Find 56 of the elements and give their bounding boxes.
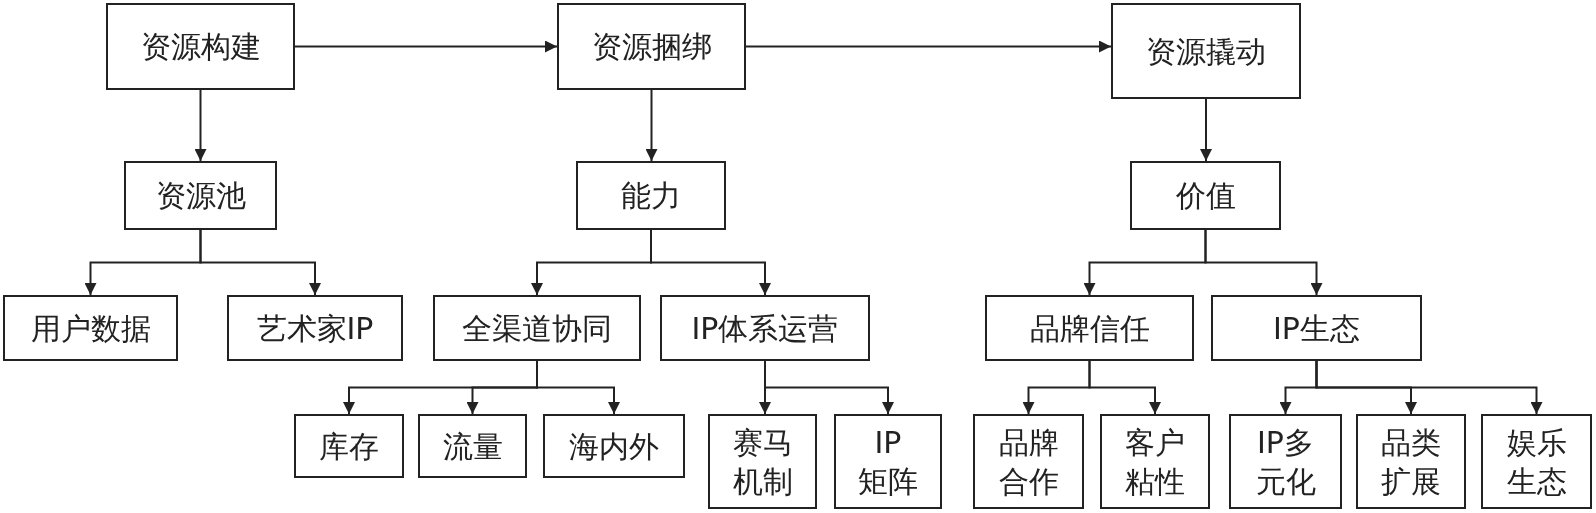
arrow — [294, 40, 558, 53]
node-label: 能力 — [621, 177, 681, 215]
node-label: IP体系运营 — [691, 309, 839, 348]
node-label: 品牌合作 — [998, 423, 1059, 501]
arrow — [650, 229, 771, 296]
node-label: 娱乐生态 — [1506, 423, 1567, 501]
process-box — [1211, 295, 1422, 361]
node-label: 品类扩展 — [1381, 423, 1441, 501]
arrow — [745, 40, 1112, 53]
arrow — [1200, 98, 1212, 162]
process-box — [576, 161, 726, 230]
arrow — [199, 229, 321, 296]
node-label: 价值 — [1175, 177, 1236, 215]
node-label: 客户粘性 — [1125, 423, 1185, 501]
process-box — [557, 3, 746, 90]
arrow — [764, 360, 894, 415]
node-label: 全渠道协同 — [462, 309, 612, 348]
process-box — [985, 295, 1194, 361]
process-box — [106, 3, 295, 90]
process-box — [973, 414, 1084, 509]
process-box — [227, 295, 403, 361]
arrow — [194, 89, 207, 162]
arrow — [1315, 360, 1543, 415]
node-label: 资源构建 — [140, 28, 261, 66]
node-label: 赛马机制 — [732, 423, 793, 501]
node-label: 品牌信任 — [1029, 309, 1150, 348]
process-box — [543, 414, 685, 478]
process-box — [1481, 414, 1592, 509]
process-box — [1100, 414, 1210, 509]
arrow — [1204, 229, 1323, 296]
process-box — [708, 414, 817, 509]
process-box — [124, 161, 277, 230]
process-box — [1356, 414, 1466, 509]
node-label: 资源池 — [155, 177, 246, 215]
node-label: 艺术家IP — [256, 309, 374, 348]
node-label: 库存 — [319, 427, 379, 466]
node-label: IP矩阵 — [858, 423, 918, 501]
process-box — [418, 414, 527, 478]
node-label: IP生态 — [1273, 309, 1360, 348]
arrow — [536, 360, 620, 415]
node-label: IP多元化 — [1255, 423, 1316, 501]
process-box — [1111, 3, 1301, 99]
process-box — [1229, 414, 1342, 509]
node-label: 资源撬动 — [1146, 32, 1266, 71]
process-box — [834, 414, 942, 509]
process-box — [3, 295, 178, 361]
arrow — [645, 89, 658, 162]
process-box — [433, 295, 641, 361]
arrow — [1088, 360, 1161, 415]
node-label: 海内外 — [569, 427, 659, 466]
process-box — [294, 414, 404, 478]
process-box — [660, 295, 870, 361]
node-label: 流量 — [442, 427, 503, 466]
node-label: 资源捆绑 — [591, 28, 712, 66]
process-box — [1130, 161, 1281, 230]
node-label: 用户数据 — [30, 309, 151, 348]
